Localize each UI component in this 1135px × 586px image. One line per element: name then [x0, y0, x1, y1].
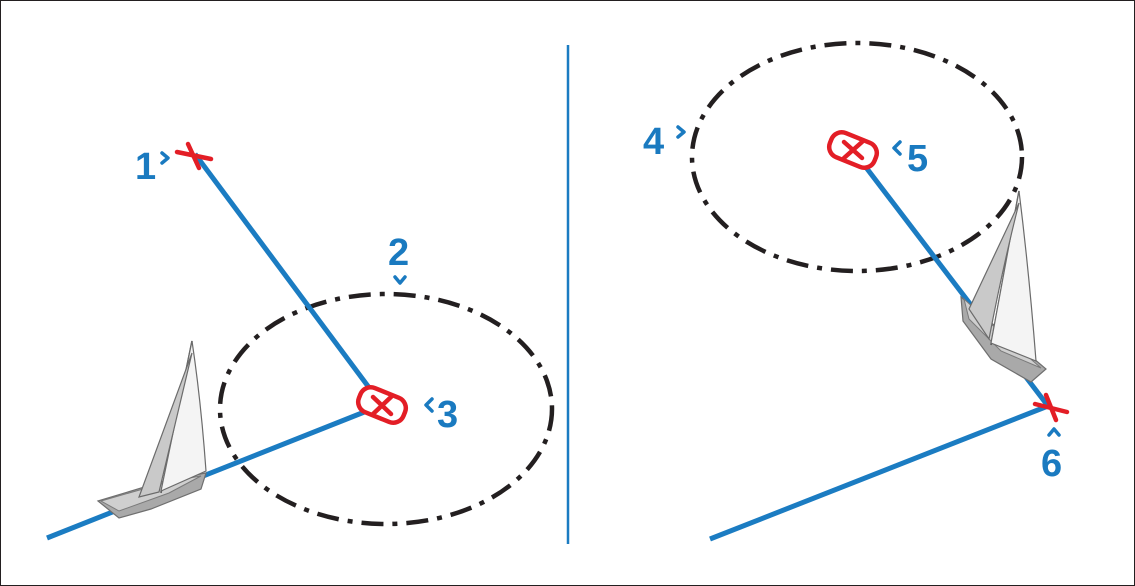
callout-4: 4: [643, 121, 664, 163]
waypoint-cross-icon: [1032, 392, 1070, 423]
arrival-circle-left: [217, 291, 555, 527]
chevron-pointer-icon: [892, 140, 902, 156]
chevron-pointer-icon: [393, 275, 407, 285]
callout-3: 3: [437, 394, 458, 436]
left-panel: 1 2 3: [46, 141, 555, 541]
chevron-pointer-icon: [160, 151, 170, 165]
arrival-circle-right: [689, 40, 1025, 274]
callout-2: 2: [388, 232, 409, 274]
sailboat-icon: [96, 340, 207, 519]
sailboat-icon: [960, 190, 1047, 383]
callout-5: 5: [907, 138, 928, 180]
right-panel: 4 5 6: [643, 40, 1070, 542]
callout-6: 6: [1041, 443, 1062, 485]
route-leg-previous: [192, 152, 385, 407]
callout-1: 1: [135, 146, 156, 188]
chevron-pointer-icon: [1047, 427, 1061, 437]
route-leg-boat-to-waypoint: [46, 402, 383, 541]
chevron-pointer-icon: [424, 397, 434, 413]
active-waypoint-icon: [355, 385, 409, 425]
chevron-pointer-icon: [676, 125, 686, 139]
route-leg-from-previous: [709, 403, 1049, 542]
waypoint-cross-icon: [174, 141, 214, 171]
active-waypoint-icon: [826, 130, 880, 170]
